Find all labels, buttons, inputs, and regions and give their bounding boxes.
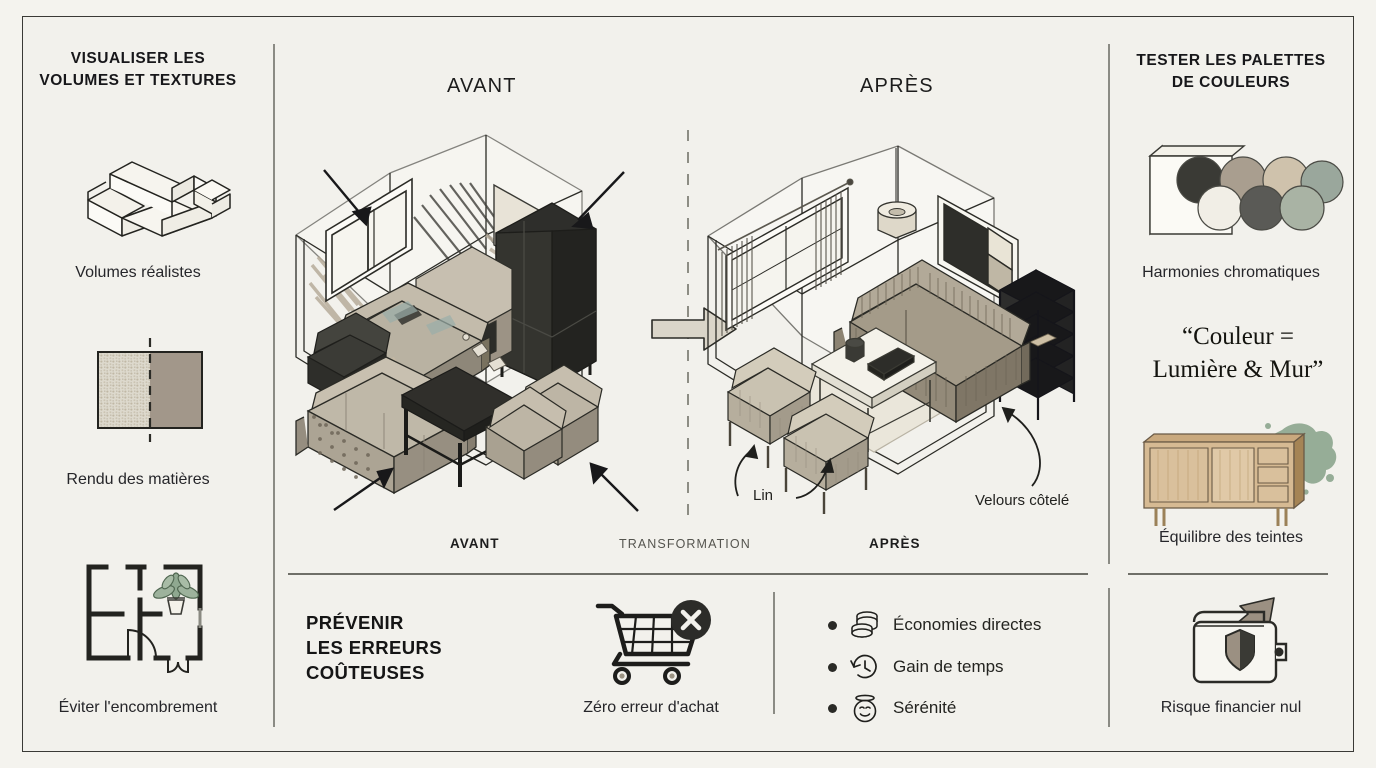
divider-right-column-lower (1108, 588, 1110, 727)
left-item-caption-1: Volumes réalistes (75, 264, 201, 281)
left-item-caption-2: Rendu des matières (66, 471, 210, 488)
divider-center-horizontal (288, 573, 1088, 575)
clock-rewind-icon (850, 654, 877, 679)
floor-debris (462, 333, 507, 372)
after-room-illustration (707, 145, 1076, 514)
left-column-title-line1: VISUALISER LES (70, 50, 206, 67)
benefit-label-3: Sérénité (893, 698, 957, 717)
right-item-caption-1: Harmonies chromatiques (1142, 264, 1320, 281)
scene-footer-after: APRÈS (869, 536, 921, 551)
cart-caption: Zéro erreur d'achat (583, 699, 719, 716)
before-arrow-top-right (571, 171, 625, 230)
shopping-cart-error-icon (595, 600, 711, 685)
divider-bottom-benefits (773, 592, 775, 714)
benefit-row-3: Sérénité (828, 692, 956, 724)
bottom-title-line3: COÛTEUSES (306, 662, 425, 683)
sectional-sofa-icon (62, 148, 242, 248)
quote-line2: Lumière & Mur” (1152, 356, 1324, 383)
quote-line1: “Couleur = (1182, 323, 1294, 350)
scene-heading-after: APRÈS (860, 75, 934, 97)
bottom-section-title: PRÉVENIR LES ERREURS COÛTEUSES (306, 610, 442, 685)
before-room-illustration (295, 134, 603, 495)
divider-right-column (1108, 44, 1110, 564)
benefit-row-2: Gain de temps (828, 651, 1004, 683)
bottom-title-line2: LES ERREURS (306, 637, 442, 658)
left-column-title-line2: VOLUMES ET TEXTURES (39, 72, 237, 89)
bullet-dot (828, 620, 837, 630)
before-arrow-bottom-right (589, 462, 639, 512)
benefit-label-1: Économies directes (893, 615, 1042, 634)
pendant-lamp (877, 148, 917, 239)
potted-plant-icon (153, 572, 199, 615)
scene-footer-before: AVANT (450, 536, 500, 551)
before-armchair-right (484, 364, 603, 481)
benefit-row-1: Économies directes (828, 609, 1041, 641)
annotation-arrow-linen-2 (795, 457, 835, 499)
annotation-linen-label: Lin (753, 487, 774, 504)
right-column-title-line2: DE COULEURS (1171, 74, 1291, 91)
right-column-title-line1: TESTER LES PALETTES (1136, 52, 1326, 69)
before-arrow-top-left (323, 169, 372, 227)
bullet-dot (828, 662, 837, 672)
benefit-label-2: Gain de temps (893, 657, 1004, 676)
palette-swatches (1176, 156, 1344, 231)
sofa-texture-dots (312, 415, 370, 479)
after-curtains (717, 178, 854, 336)
before-arrow-bottom-left (333, 467, 395, 511)
bottom-title-line1: PRÉVENIR (306, 612, 404, 633)
color-quote: “Couleur = Lumière & Mur” (1108, 320, 1368, 386)
left-item-caption-3: Éviter l'encombrement (58, 699, 218, 716)
material-swatch-icon (88, 336, 212, 444)
scene-heading-before: AVANT (447, 75, 517, 97)
after-wall-art (937, 194, 1019, 310)
after-window (725, 186, 849, 332)
sideboard-icon (1142, 423, 1337, 526)
divider-right-horizontal (1128, 573, 1328, 575)
annotation-velvet-label: Velours côtelé (975, 492, 1070, 509)
right-column-title: TESTER LES PALETTES DE COULEURS (1128, 50, 1334, 94)
color-palette-board-icon (1148, 144, 1344, 236)
annotation-arrow-linen-1 (734, 444, 759, 497)
left-column-title: VISUALISER LES VOLUMES ET TEXTURES (28, 48, 248, 92)
wallet-shield-icon (1192, 597, 1288, 684)
sideboard-body (1142, 432, 1306, 526)
annotation-arrow-velvet (1001, 406, 1041, 487)
divider-left-column (273, 44, 275, 727)
scene-footer-middle: TRANSFORMATION (619, 537, 751, 551)
before-window (325, 177, 413, 303)
serene-face-icon (853, 694, 877, 723)
shield-badge (1225, 628, 1255, 672)
bullet-dot (828, 703, 837, 713)
after-linen-armchair-2 (782, 393, 875, 514)
coins-stack-icon (851, 611, 878, 638)
floor-plan-icon (84, 562, 212, 686)
right-item-caption-2: Équilibre des teintes (1158, 529, 1304, 546)
transformation-arrow (651, 307, 737, 351)
right-item-caption-3: Risque financier nul (1160, 699, 1302, 716)
